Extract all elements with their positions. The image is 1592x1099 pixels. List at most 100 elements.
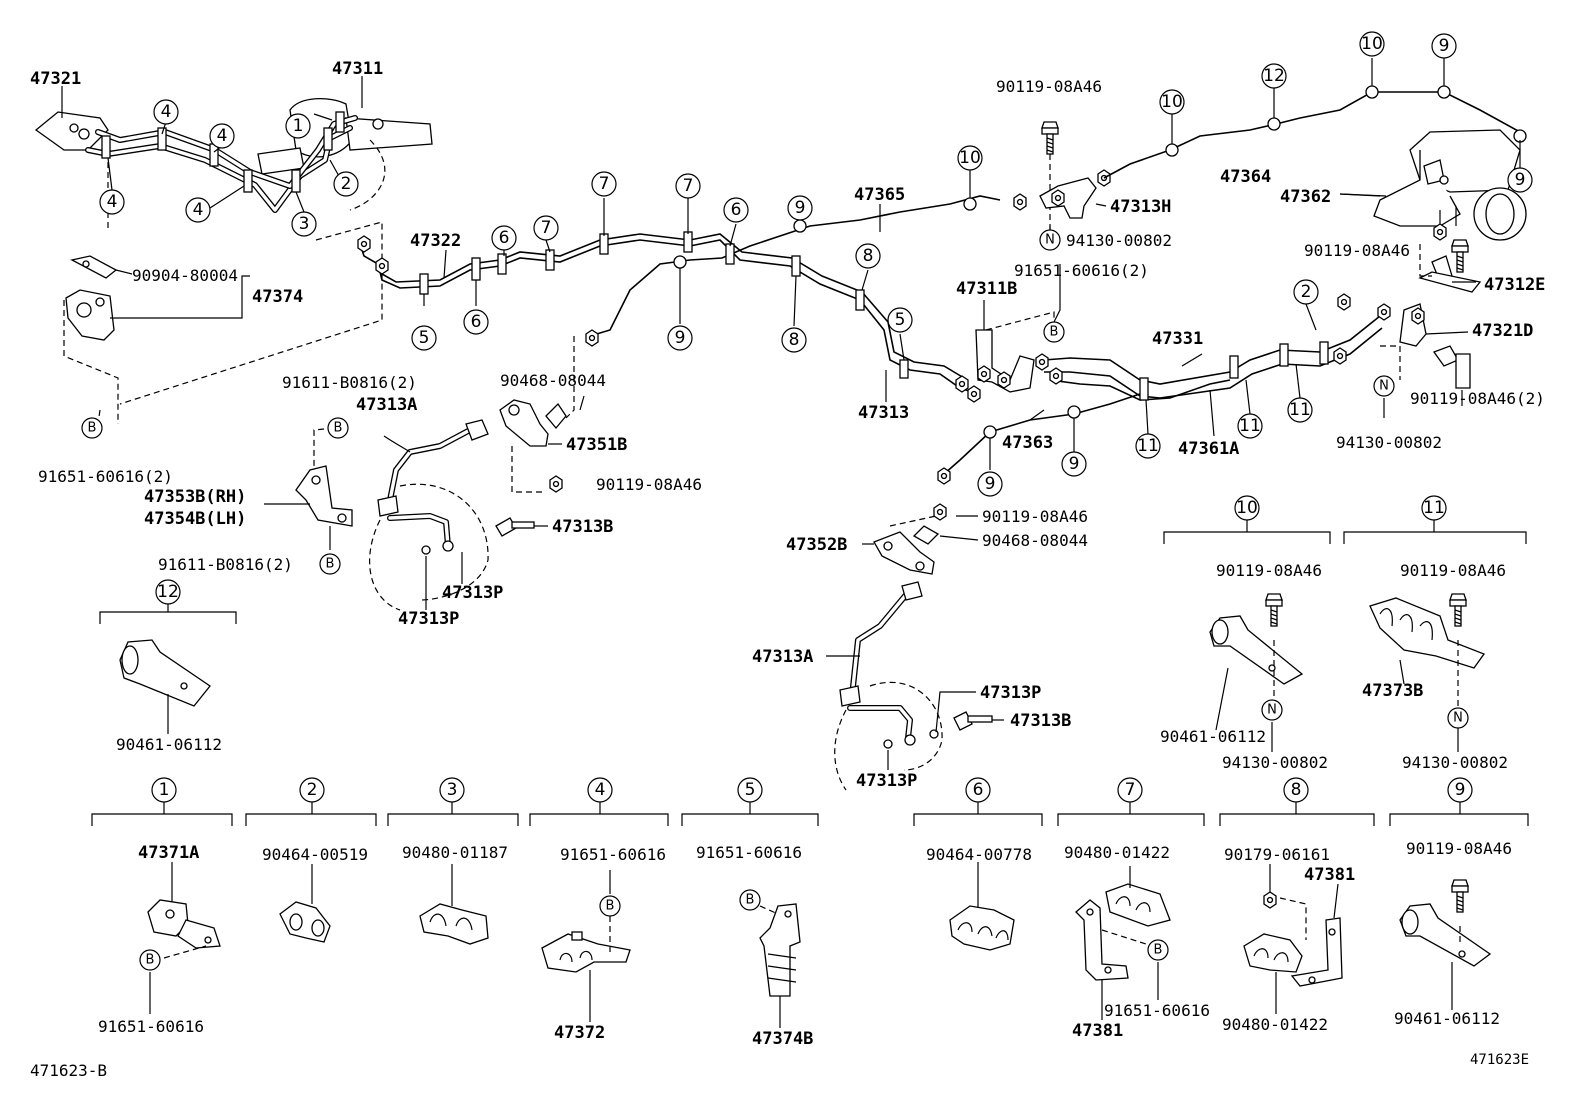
callout-9: 9 (977, 471, 1003, 497)
svg-text:11: 11 (1137, 436, 1159, 456)
callout-7: 7 (1117, 777, 1143, 803)
label-94130-00802-right: 94130-00802 (1336, 433, 1442, 452)
callout-7: 7 (591, 171, 617, 197)
svg-text:6: 6 (471, 312, 482, 332)
label-47364: 47364 (1220, 167, 1271, 187)
callout-9: 9 (1447, 777, 1473, 803)
callout-6: 6 (965, 777, 991, 803)
svg-text:N: N (1453, 711, 1463, 726)
detail-9 (1389, 802, 1529, 1010)
bracket-47352B (862, 503, 979, 575)
callout-4: 4 (209, 123, 235, 149)
label-90119-08a46-center: 90119-08A46 (982, 507, 1088, 526)
label-90119-08a46-right: 90119-08A46 (1304, 241, 1410, 260)
svg-text:7: 7 (541, 218, 552, 238)
callout-9: 9 (667, 325, 693, 351)
label-detail9-bolt: 90119-08A46 (1406, 839, 1512, 858)
detail-2 (245, 802, 377, 943)
label-detail12-clamp: 90461-06112 (116, 735, 222, 754)
marker-b: B (139, 949, 161, 971)
svg-text:7: 7 (599, 174, 610, 194)
svg-text:B: B (746, 893, 755, 908)
label-47312e: 47312E (1484, 275, 1545, 295)
label-90480-01187: 90480-01187 (402, 843, 508, 862)
svg-text:5: 5 (745, 780, 756, 800)
marker-b: B (739, 889, 761, 911)
callout-2: 2 (333, 171, 359, 197)
detail-6 (913, 802, 1043, 951)
label-47313p-a: 47313P (442, 583, 503, 603)
master-cylinder-assembly (34, 97, 433, 211)
label-detail7-90480-01422: 90480-01422 (1064, 843, 1170, 862)
label-47313h: 47313H (1110, 197, 1171, 217)
detail-3 (387, 802, 519, 945)
bracket-47321D (1333, 293, 1471, 389)
label-detail8-90480-01422: 90480-01422 (1222, 1015, 1328, 1034)
label-47313a-center: 47313A (752, 647, 813, 667)
marker-b: B (1043, 321, 1065, 343)
tube-47364 (1103, 85, 1527, 179)
label-detail4-bolt: 91651-60616 (560, 845, 666, 864)
svg-text:9: 9 (1455, 780, 1466, 800)
svg-text:9: 9 (985, 474, 996, 494)
label-47313p-center-1: 47313P (980, 683, 1041, 703)
svg-text:10: 10 (1361, 34, 1383, 54)
callout-11: 11 (1135, 433, 1161, 459)
footer-code-left: 471623-B (30, 1061, 107, 1080)
label-detail9-clamp: 90461-06112 (1394, 1009, 1500, 1028)
label-90468-08044: 90468-08044 (500, 371, 606, 390)
part-labels: 47321 47311 90904-80004 47374 91651-6061… (30, 59, 1545, 1080)
marker-b: B (1147, 939, 1169, 961)
svg-text:3: 3 (299, 214, 310, 234)
svg-text:6: 6 (731, 200, 742, 220)
callout-12: 12 (155, 579, 181, 605)
svg-text:10: 10 (1161, 92, 1183, 112)
flex-hose-47313A-left (369, 419, 489, 611)
marker-b: B (327, 417, 349, 439)
marker-b: B (319, 553, 341, 575)
callout-7: 7 (675, 173, 701, 199)
detail-4 (529, 802, 669, 1022)
callout-3: 3 (439, 777, 465, 803)
label-detail7-47381: 47381 (1072, 1021, 1123, 1041)
bracket-47311B (975, 300, 1055, 393)
marker-n: N (1039, 229, 1061, 251)
callout-6: 6 (463, 309, 489, 335)
label-47354b: 47354B(LH) (144, 509, 246, 529)
callout-6: 6 (491, 225, 517, 251)
svg-text:2: 2 (307, 780, 318, 800)
label-47313b-center: 47313B (1010, 711, 1071, 731)
svg-text:10: 10 (1236, 498, 1258, 518)
label-47363: 47363 (1002, 433, 1053, 453)
callout-9: 9 (1431, 33, 1457, 59)
label-47372: 47372 (554, 1023, 605, 1043)
label-90119-08a46-mid: 90119-08A46 (596, 475, 702, 494)
detail-1 (91, 802, 233, 1014)
leader-lines-center (423, 170, 971, 402)
label-detail11-clamp: 47373B (1362, 681, 1423, 701)
callout-4: 4 (153, 99, 179, 125)
label-detail11-bolt: 90119-08A46 (1400, 561, 1506, 580)
label-90904-80004: 90904-80004 (132, 266, 238, 285)
label-90464-00519: 90464-00519 (262, 845, 368, 864)
svg-text:8: 8 (863, 246, 874, 266)
bracket-47353B (264, 427, 353, 550)
svg-text:B: B (146, 953, 155, 968)
flex-hose-47313A-center (826, 581, 976, 791)
label-94130-00802-top: 94130-00802 (1066, 231, 1172, 250)
label-detail8-47381: 47381 (1304, 865, 1355, 885)
label-47371a: 47371A (138, 843, 199, 863)
svg-text:11: 11 (1423, 498, 1445, 518)
svg-text:9: 9 (1439, 36, 1450, 56)
label-47311b: 47311B (956, 279, 1017, 299)
callout-9: 9 (1061, 451, 1087, 477)
label-detail10-bolt: 90119-08A46 (1216, 561, 1322, 580)
callout-11: 11 (1421, 495, 1447, 521)
label-90119-08a46-top: 90119-08A46 (996, 77, 1102, 96)
callout-6: 6 (723, 197, 749, 223)
label-detail10-nut: 94130-00802 (1222, 753, 1328, 772)
callout-9: 9 (787, 195, 813, 221)
label-91651-60616-2-mid: 91651-60616(2) (1014, 261, 1149, 280)
svg-text:N: N (1045, 233, 1055, 248)
